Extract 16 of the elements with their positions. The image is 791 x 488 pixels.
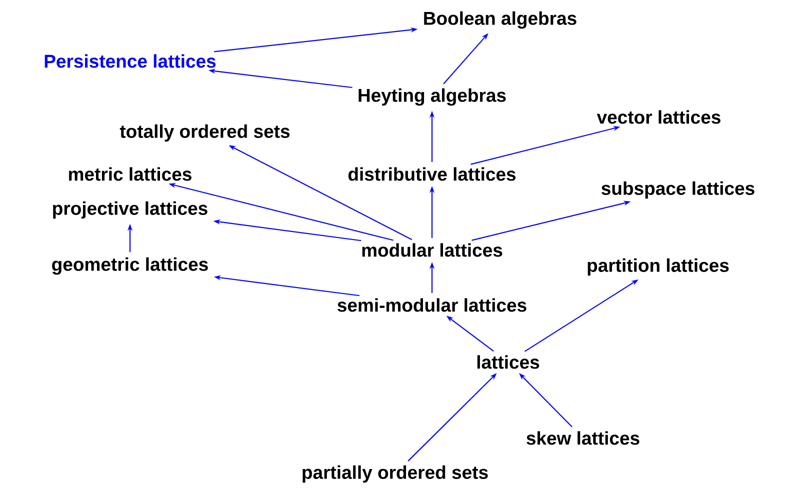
lattice-label: Boolean algebras — [424, 11, 576, 29]
lattice-label: metric lattices — [69, 167, 192, 181]
lattice-label: distributive lattices — [348, 167, 516, 181]
lattice-label: skew lattices — [526, 431, 640, 445]
lattice-label: semi-modular lattices — [338, 298, 526, 312]
lattice-label: vector lattices — [596, 110, 720, 124]
lattice-label: subspace lattices — [602, 181, 754, 199]
lattice-label: partition lattices — [588, 258, 729, 276]
lattice-label: Heyting algebras — [358, 88, 506, 106]
lattice-label: modular lattices — [362, 243, 502, 257]
lattice-label: totally ordered sets — [120, 124, 290, 142]
lattice-label: lattices — [477, 355, 540, 369]
lattice-label: geometric lattices — [52, 257, 208, 275]
lattice-label: partially ordered sets — [302, 465, 488, 483]
lattice-label: projective lattices — [53, 201, 208, 219]
highlighted-label: Persistence lattices — [44, 54, 216, 68]
